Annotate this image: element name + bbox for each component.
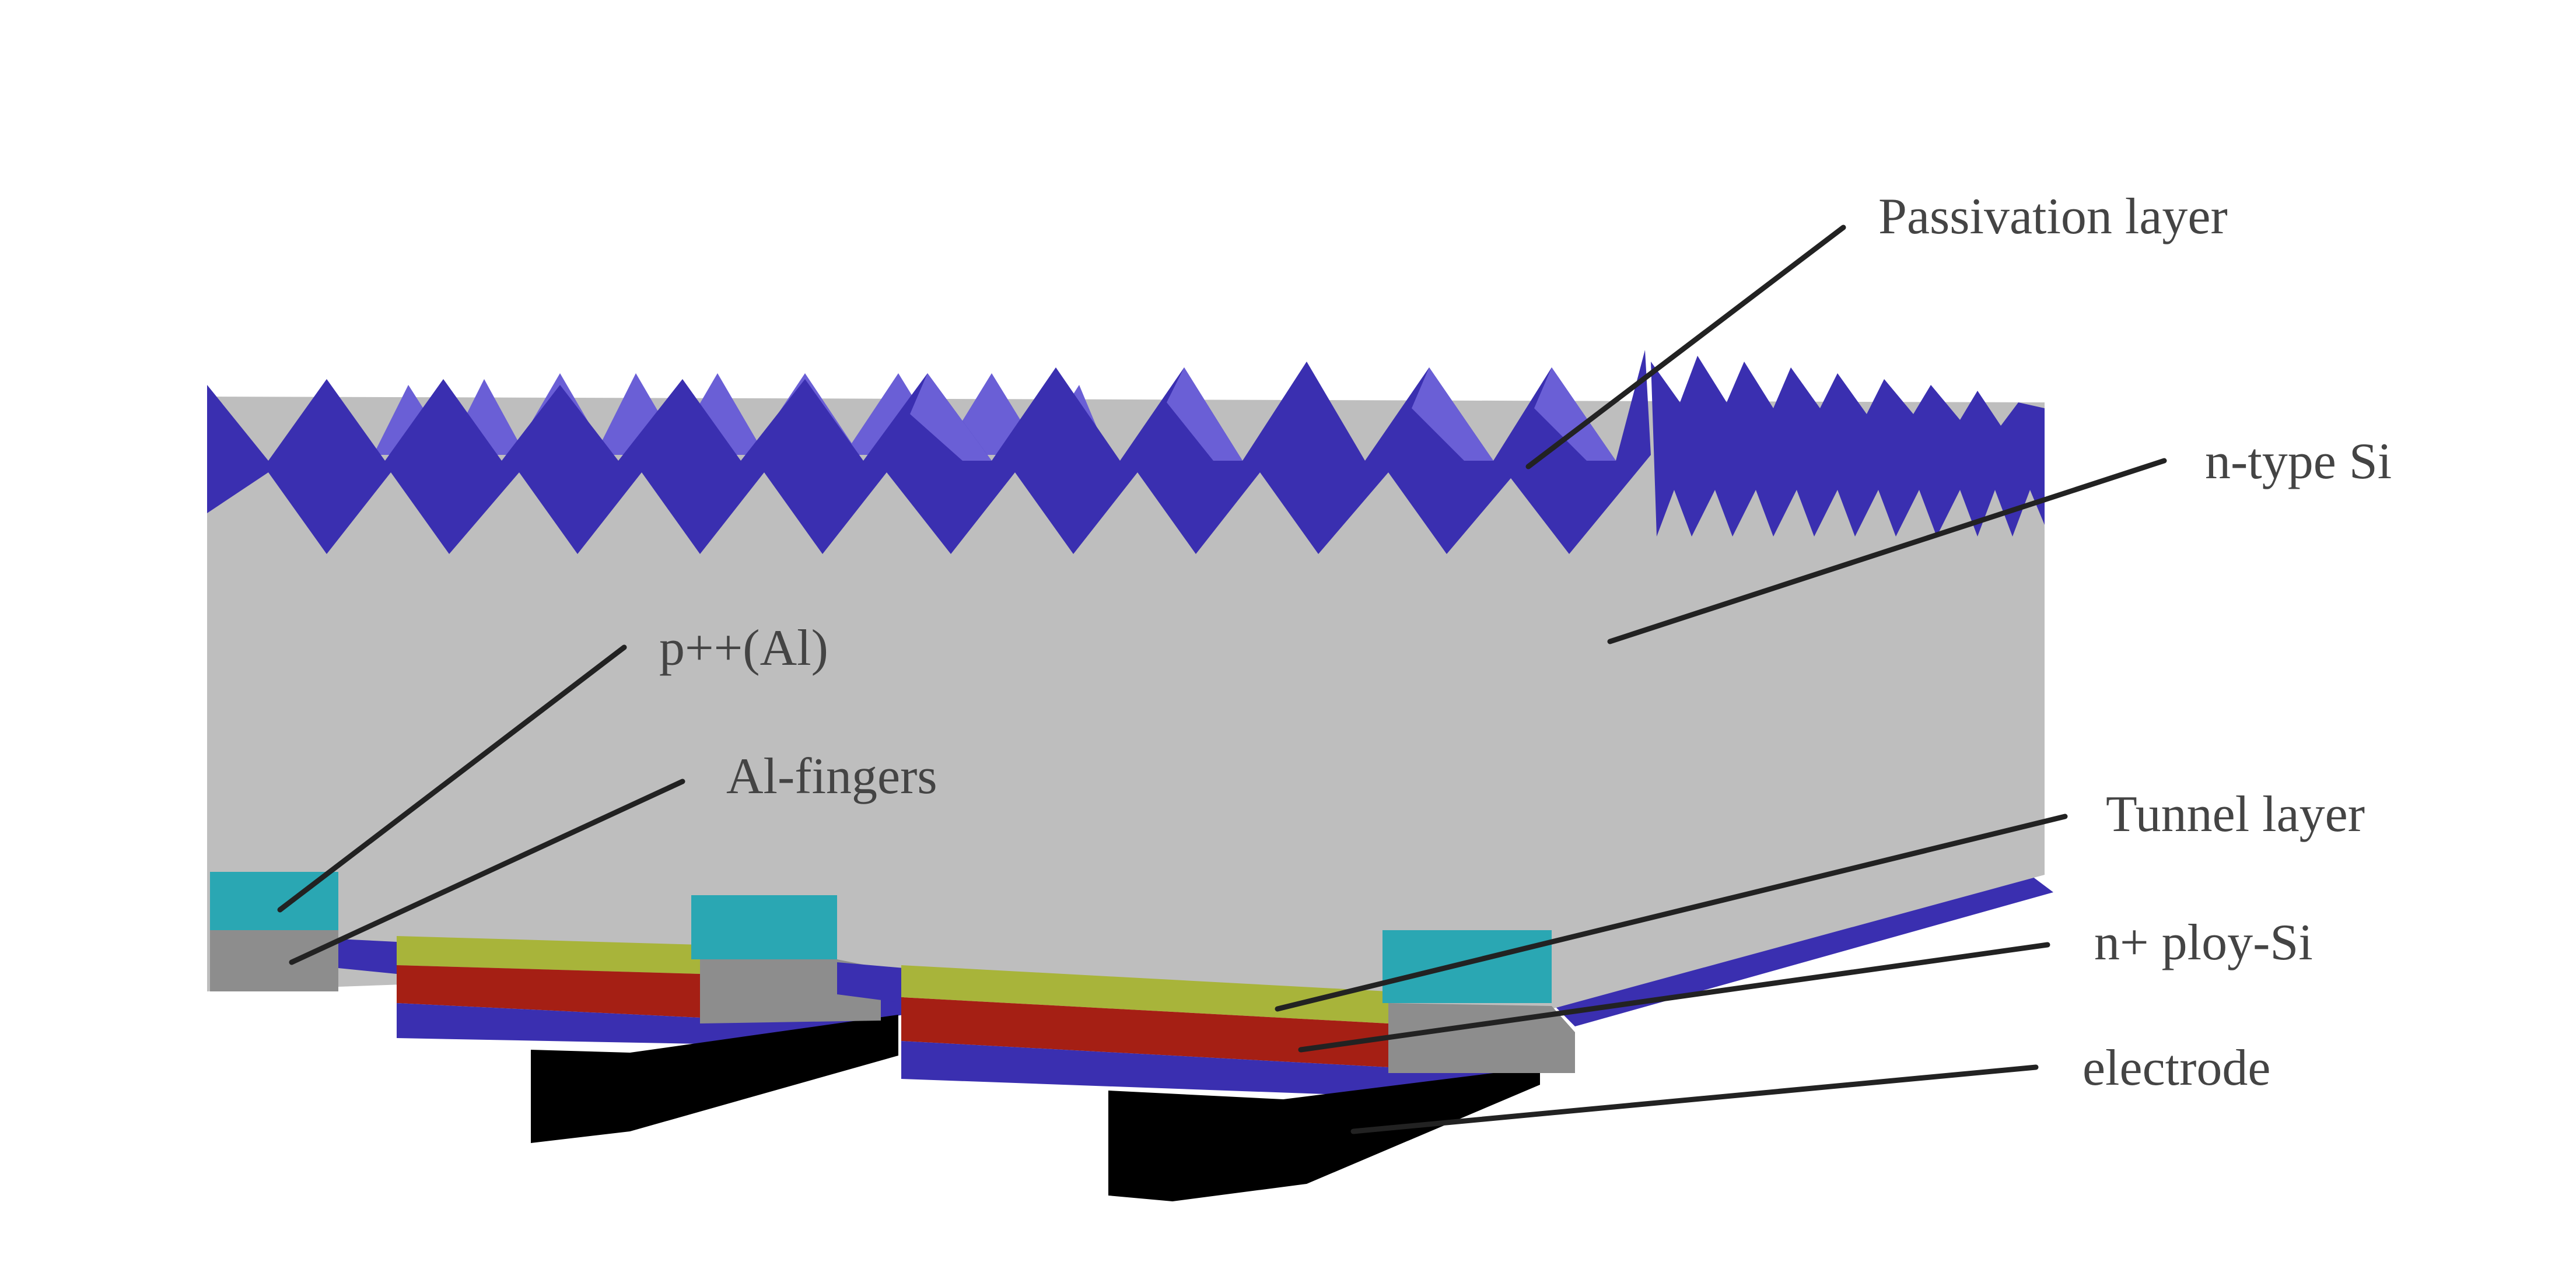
texture-facet: [1167, 367, 1242, 461]
label-al-fingers: Al-fingers: [726, 748, 937, 805]
label-tunnel-layer: Tunnel layer: [2106, 786, 2365, 843]
leader-passivation: [1525, 225, 1846, 469]
electrode-1: [531, 1015, 898, 1143]
texture-facet: [910, 373, 992, 461]
leader-n-type-si: [1607, 458, 2167, 644]
passivation-left-stub: [338, 939, 397, 974]
al-finger-right: [1388, 1003, 1575, 1073]
texture-facet: [1412, 367, 1493, 461]
p-al-right: [1382, 930, 1552, 1003]
rear-passivation-2: [901, 1041, 1552, 1096]
rear-passivation-right: [1552, 875, 2053, 1026]
passivation-front-texture: [207, 350, 1651, 554]
label-n-poly-si: n+ ploy-Si: [2094, 914, 2313, 971]
poly-si-2: [901, 997, 1388, 1067]
al-finger-middle: [700, 959, 881, 1023]
electrode-2: [1108, 1067, 1540, 1201]
p-al-middle: [691, 895, 837, 959]
leader-tunnel: [1275, 814, 2068, 1012]
label-electrode: electrode: [2082, 1040, 2270, 1096]
leader-p-al: [277, 644, 627, 913]
n-type-si-body: [207, 397, 2045, 1009]
tunnel-layer-1: [397, 936, 700, 974]
passivation-middle-stub: [837, 962, 904, 1003]
texture-facet: [1534, 367, 1616, 461]
poly-si-1: [397, 965, 700, 1018]
label-n-type-si: n-type Si: [2205, 433, 2392, 490]
leader-electrode: [1350, 1064, 2039, 1134]
label-passivation-layer: Passivation layer: [1878, 188, 2228, 245]
al-finger-left: [210, 930, 338, 991]
leader-al-fingers: [289, 779, 685, 965]
tunnel-layer-2: [901, 965, 1388, 1023]
label-p-al: p++(Al): [659, 620, 828, 676]
leader-poly-si: [1298, 942, 2050, 1053]
passivation-fine-texture: [1651, 356, 2045, 537]
